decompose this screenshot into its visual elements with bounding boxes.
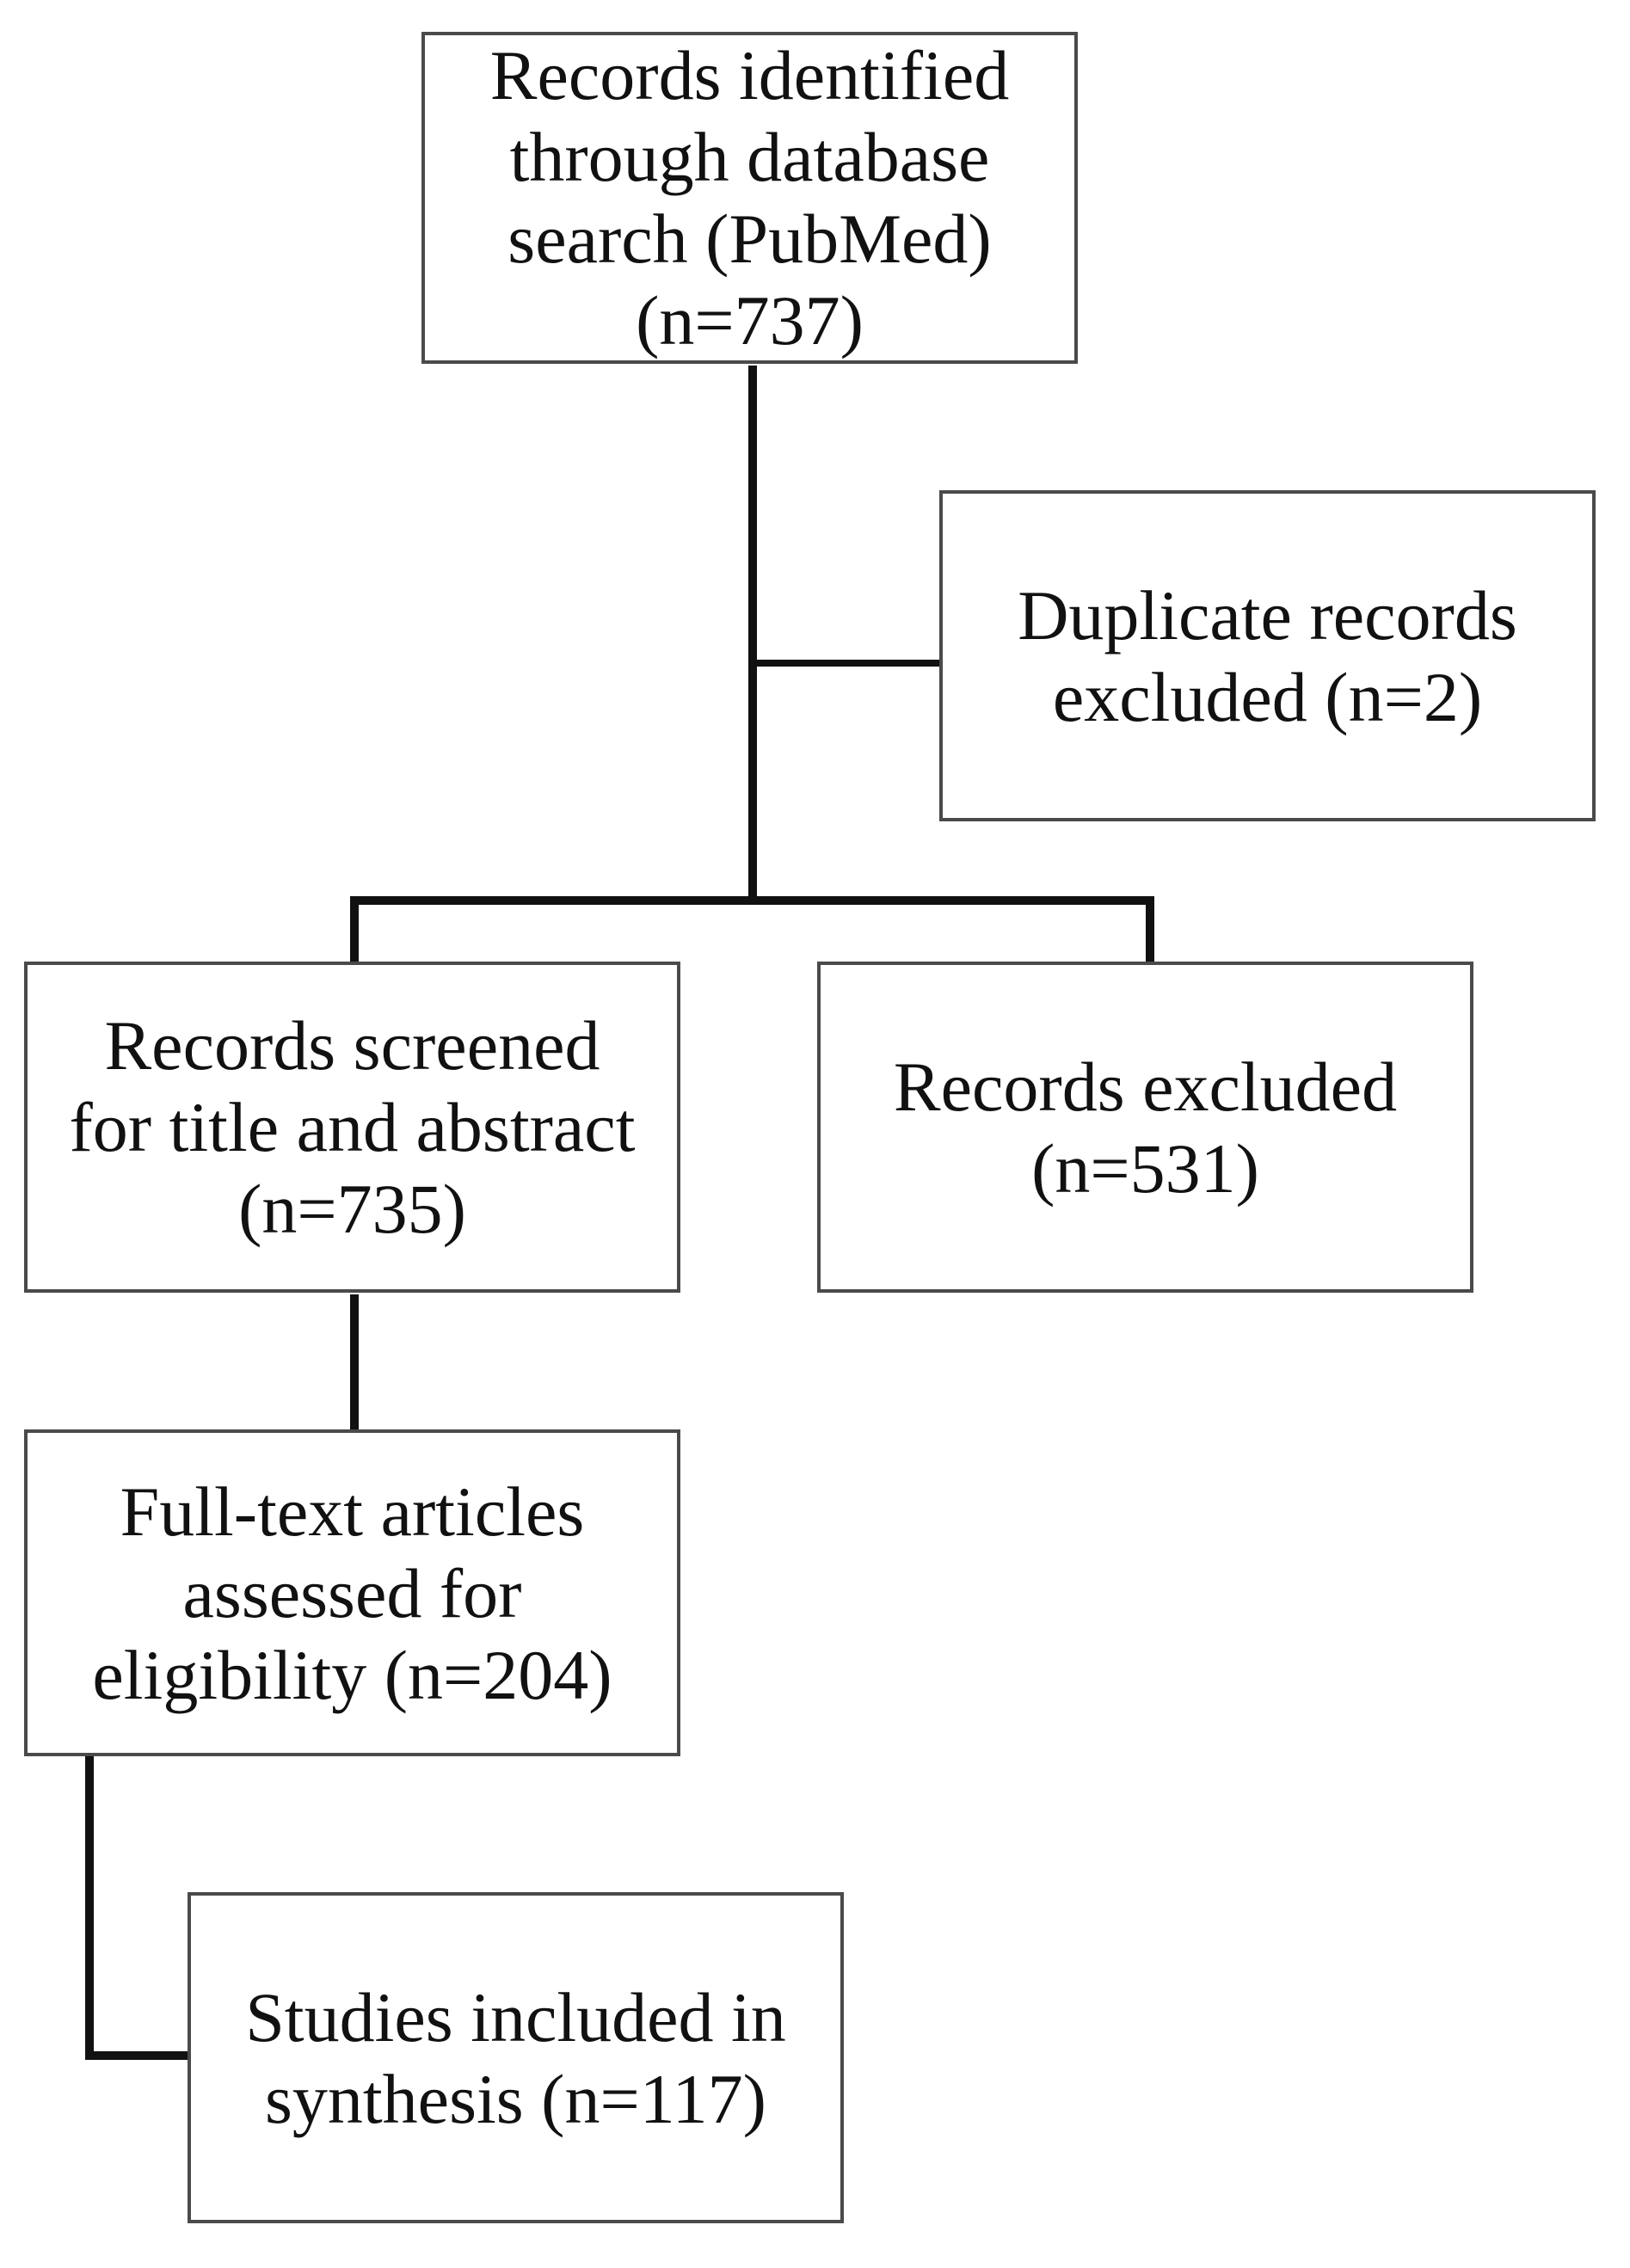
duplicate-records-box: Duplicate records excluded (n=2) bbox=[939, 490, 1596, 821]
connector-fulltext-down bbox=[85, 1755, 94, 2060]
connector-to-excluded bbox=[1146, 896, 1154, 963]
records-screened-box: Records screened for title and abstract … bbox=[24, 962, 680, 1293]
records-excluded-box: Records excluded (n=531) bbox=[817, 962, 1473, 1293]
full-text-articles-box: Full-text articles assessed for eligibil… bbox=[24, 1429, 680, 1756]
connector-split-horizontal bbox=[350, 896, 1154, 905]
records-identified-text: Records identified through database sear… bbox=[489, 36, 1010, 360]
connector-screened-to-fulltext bbox=[350, 1294, 359, 1430]
records-excluded-text: Records excluded (n=531) bbox=[893, 1047, 1398, 1208]
studies-included-text: Studies included in synthesis (n=117) bbox=[245, 1977, 786, 2138]
records-identified-box: Records identified through database sear… bbox=[421, 32, 1078, 364]
duplicate-records-text: Duplicate records excluded (n=2) bbox=[1018, 575, 1517, 736]
connector-to-included bbox=[85, 2051, 188, 2060]
connector-identified-down bbox=[748, 366, 757, 903]
records-screened-text: Records screened for title and abstract … bbox=[69, 1006, 636, 1248]
studies-included-box: Studies included in synthesis (n=117) bbox=[188, 1892, 844, 2223]
connector-to-duplicates bbox=[753, 660, 944, 667]
full-text-articles-text: Full-text articles assessed for eligibil… bbox=[92, 1472, 612, 1714]
connector-to-screened bbox=[350, 896, 359, 963]
